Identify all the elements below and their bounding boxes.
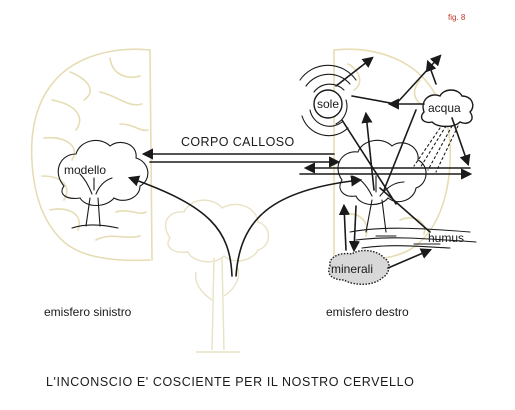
tree-to-minerals-arrow: [348, 205, 361, 253]
sun-icon: [299, 64, 357, 137]
left-hemisphere-outline: [30, 48, 153, 262]
minerals-label: minerali: [331, 262, 373, 276]
center-tree-sketch: [165, 199, 270, 353]
model-tree: [57, 139, 149, 229]
minerals-to-humus-arrow: [387, 248, 433, 269]
left-hemisphere-label: emisfero sinistro: [44, 305, 132, 319]
humus-label: humus: [428, 231, 464, 245]
minerals-up-arrow: [338, 203, 351, 251]
arrow-to-right-tree: [235, 175, 363, 277]
sun-label: sole: [317, 97, 339, 111]
tree-to-water-line: [383, 109, 417, 191]
water-label: acqua: [428, 101, 461, 115]
tree-to-humus-line: [379, 187, 431, 233]
model-label: modello: [64, 163, 106, 177]
sun-water-link: [351, 95, 397, 105]
right-hemisphere-label: emisfero destro: [326, 305, 409, 319]
arrow-to-left-tree: [127, 175, 233, 277]
corpus-callosum-label: CORPO CALLOSO: [181, 135, 295, 149]
tree-arrow-up: [361, 111, 375, 191]
humus-soil-icon: [349, 227, 477, 249]
water-arrow-down: [451, 117, 471, 167]
water-cloud-icon: [413, 89, 474, 173]
figure-number: fig. 8: [448, 13, 466, 22]
sun-to-tree-line: [341, 119, 397, 205]
water-arrow-up: [425, 59, 437, 85]
figure-caption: L'INCONSCIO E' COSCIENTE PER IL NOSTRO C…: [46, 375, 414, 389]
sun-arrow-up-right: [335, 56, 374, 87]
right-hemisphere-outline: [333, 48, 452, 262]
